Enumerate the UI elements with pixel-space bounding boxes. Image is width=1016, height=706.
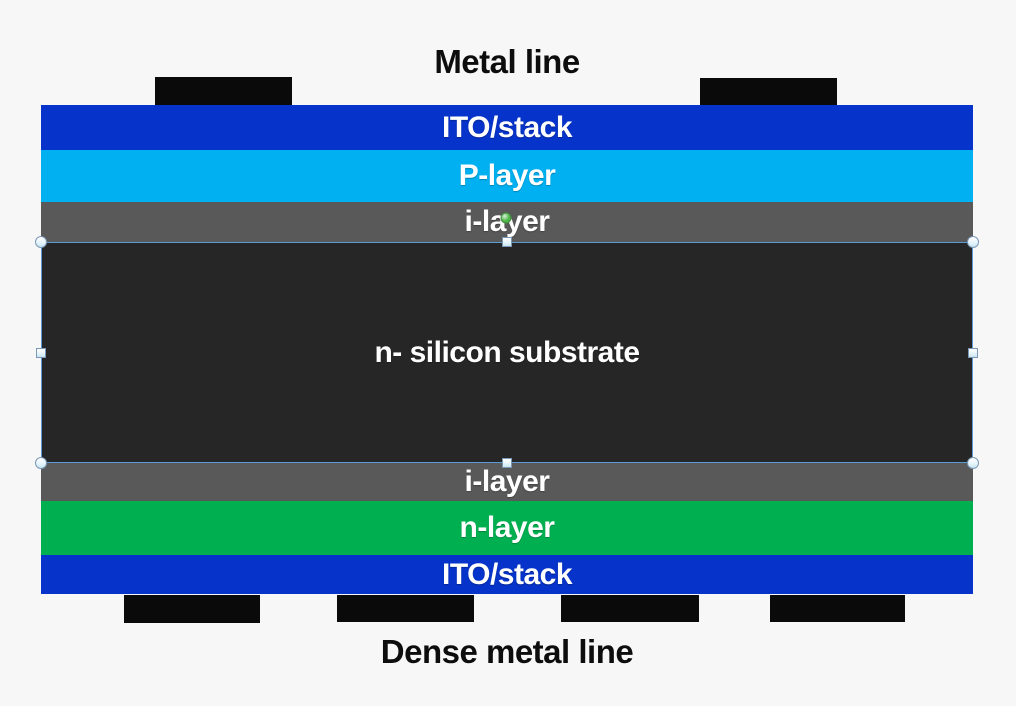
resize-handle-middle-left[interactable] — [36, 348, 46, 358]
metal-contact-top-2[interactable] — [700, 78, 837, 105]
layer-ito-stack-top[interactable]: ITO/stack — [41, 105, 973, 150]
layer-label: ITO/stack — [441, 110, 573, 144]
resize-handle-middle-right[interactable] — [968, 348, 978, 358]
dense-metal-line-label[interactable]: Dense metal line — [380, 633, 634, 670]
metal-contact-top-1[interactable] — [155, 77, 292, 105]
metal-contact-bottom-2[interactable] — [337, 595, 474, 622]
resize-handle-top-right[interactable] — [967, 236, 979, 248]
resize-handle-top-middle[interactable] — [502, 237, 512, 247]
layer-i-top[interactable]: i-layer — [41, 202, 973, 242]
layer-label: n- silicon substrate — [374, 335, 640, 369]
resize-handle-bottom-right[interactable] — [967, 457, 979, 469]
layer-label: ITO/stack — [441, 557, 573, 591]
metal-line-label[interactable]: Metal line — [434, 43, 580, 80]
resize-handle-bottom-left[interactable] — [35, 457, 47, 469]
resize-handle-top-left[interactable] — [35, 236, 47, 248]
metal-contact-bottom-4[interactable] — [770, 595, 905, 622]
layer-p[interactable]: P-layer — [41, 150, 973, 202]
layer-label: P-layer — [458, 159, 556, 192]
layer-n[interactable]: n-layer — [41, 501, 973, 555]
layer-label: n-layer — [459, 511, 555, 544]
layer-ito-stack-bottom[interactable]: ITO/stack — [41, 555, 973, 594]
layer-n-silicon-substrate[interactable]: n- silicon substrate — [41, 242, 973, 463]
metal-contact-bottom-3[interactable] — [561, 595, 699, 622]
layer-i-bottom[interactable]: i-layer — [41, 463, 973, 501]
rotation-handle-icon[interactable] — [500, 212, 512, 224]
resize-handle-bottom-middle[interactable] — [502, 458, 512, 468]
layer-label: i-layer — [464, 465, 550, 498]
metal-contact-bottom-1[interactable] — [124, 595, 260, 623]
